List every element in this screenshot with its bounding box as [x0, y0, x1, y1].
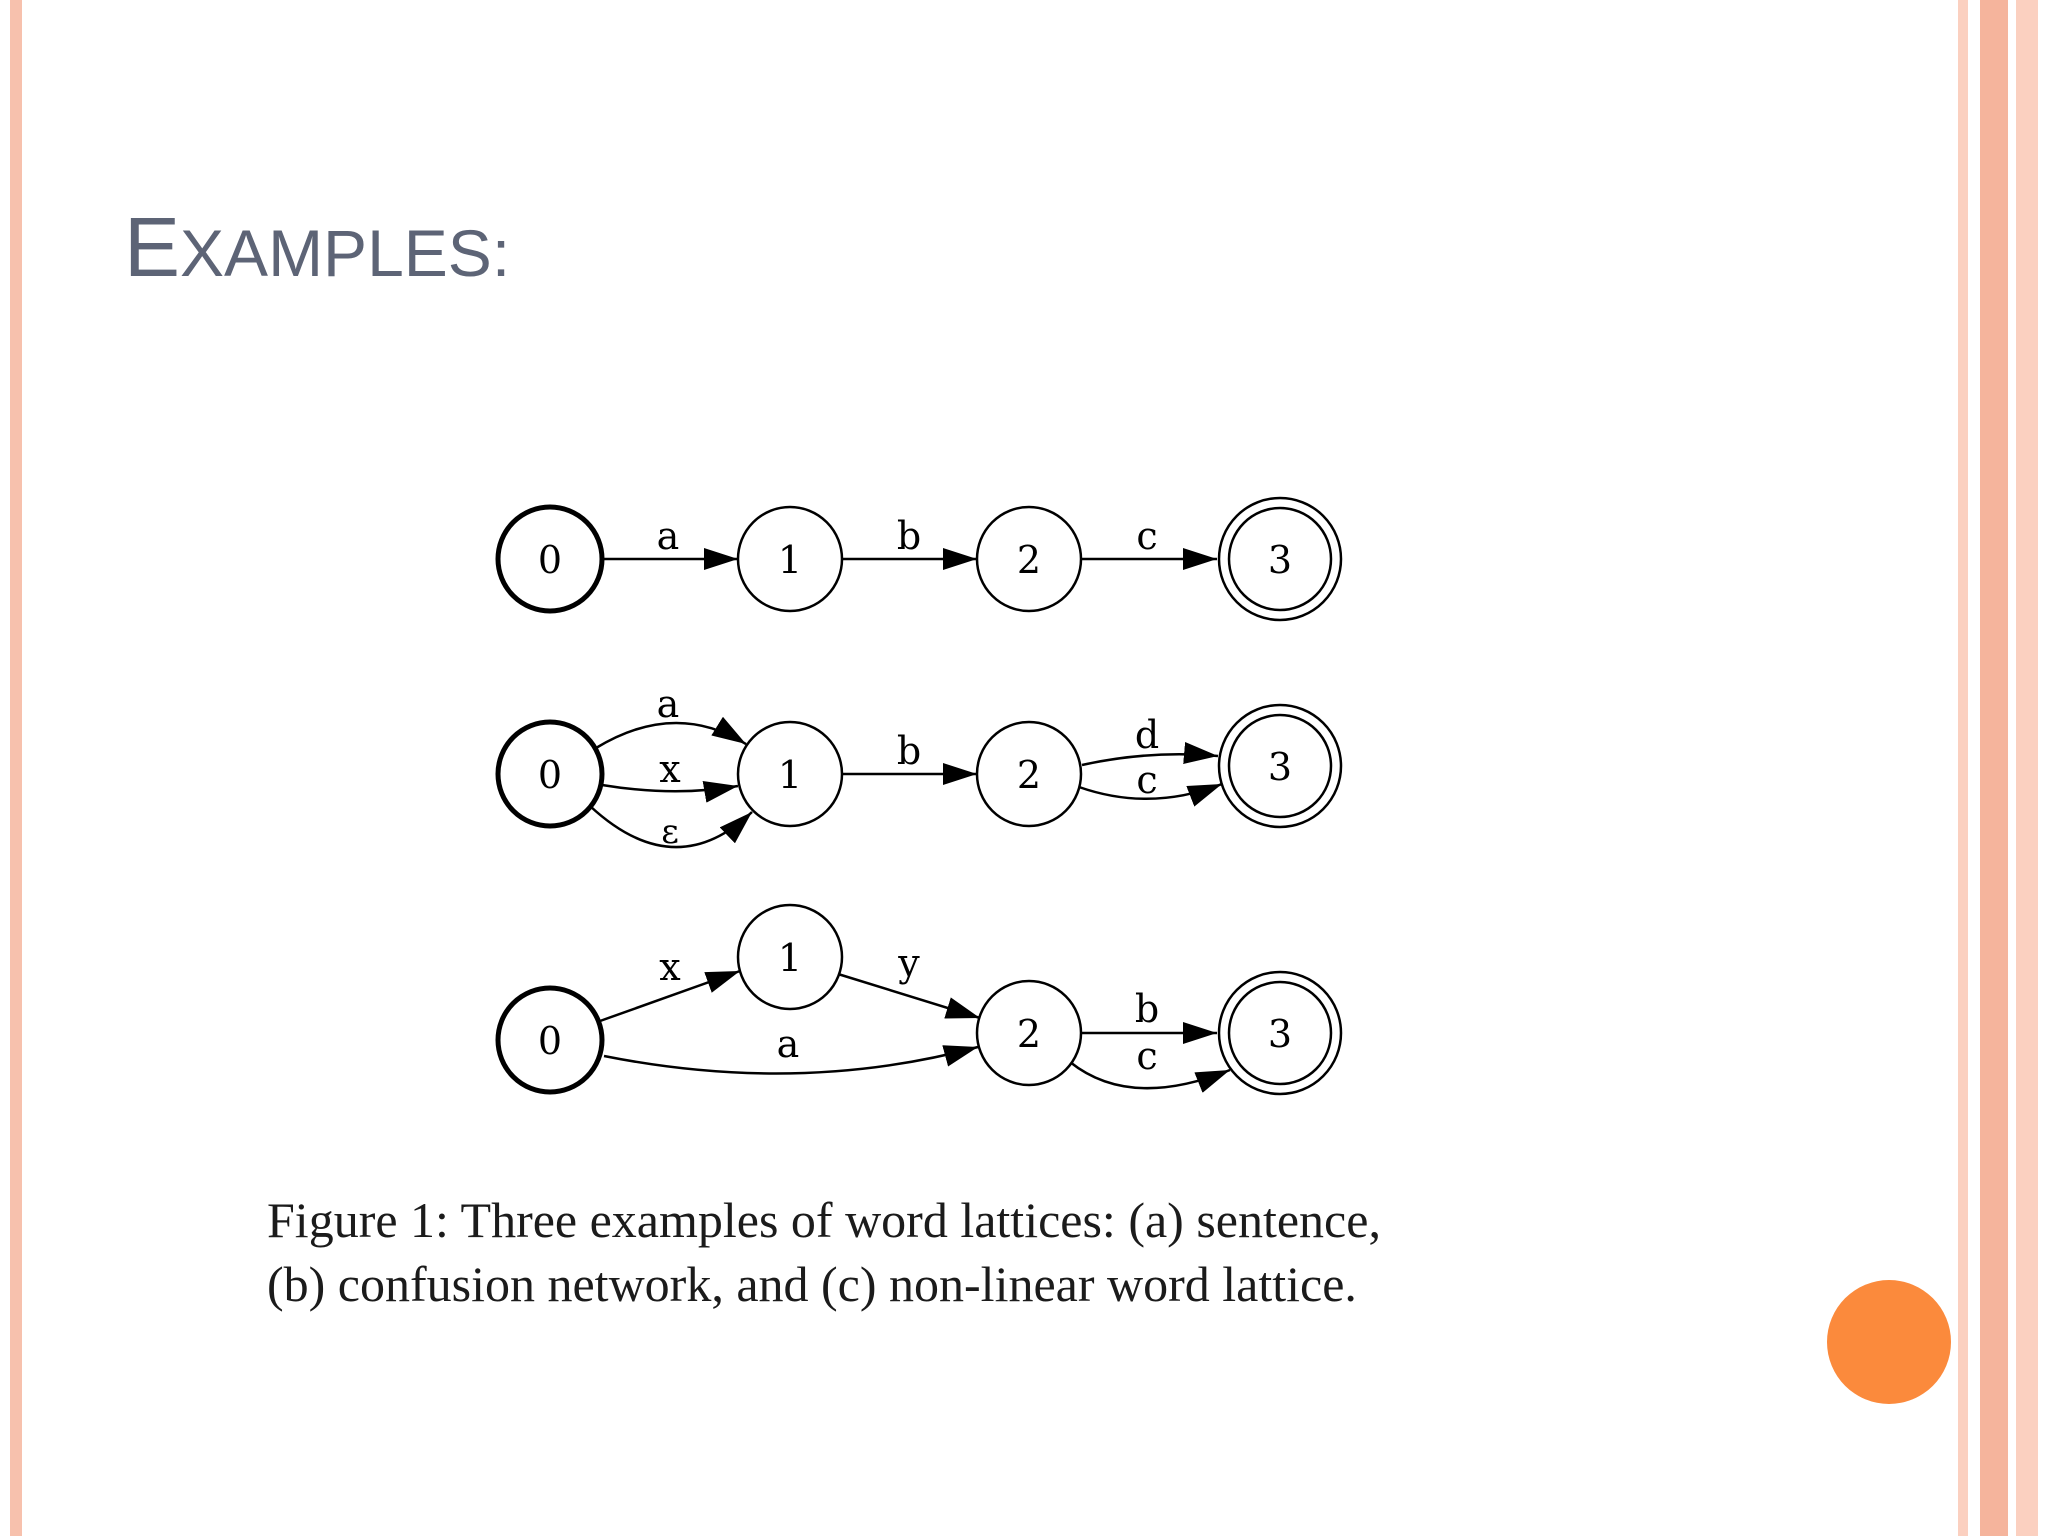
lattice-a: 0 1 2 3 a b c [495, 496, 1343, 622]
edge-label: a [777, 1022, 800, 1066]
node-label: 0 [538, 538, 562, 582]
right-border-stripe-dark [1980, 0, 2008, 1536]
node-a-3-inner [1227, 506, 1333, 612]
edge-label: ε [661, 812, 679, 852]
node-b-1 [736, 720, 844, 828]
edge-b-0-1-eps [589, 805, 753, 849]
node-label: 0 [538, 1019, 562, 1063]
edge-b-2-3-c [1078, 782, 1223, 807]
node-c-2 [975, 979, 1083, 1087]
figure-caption: Figure 1: Three examples of word lattice… [267, 1188, 1381, 1316]
lattice-c: 0 1 2 3 x y a b c [495, 903, 1343, 1096]
edge-label: b [897, 729, 921, 773]
node-label: 1 [778, 753, 802, 797]
node-c-1 [736, 903, 844, 1011]
node-label: 3 [1268, 1012, 1292, 1056]
node-label: 1 [778, 538, 802, 582]
edge-c-1-2-y [837, 972, 981, 1020]
edge-b-2-3-d [1081, 742, 1219, 767]
slide-title-rest: XAMPLES: [180, 216, 511, 290]
edge-label: a [657, 682, 680, 726]
edge-label: c [1136, 758, 1157, 802]
edge-b-0-1-x [601, 781, 739, 803]
edge-label: b [1135, 987, 1159, 1031]
edge-label: a [657, 514, 680, 558]
accent-circle [1827, 1280, 1951, 1404]
lattice-b: 0 1 2 3 a x ε b d c [495, 682, 1343, 852]
node-a-2 [975, 505, 1083, 613]
node-label: 2 [1017, 753, 1041, 797]
slide-title-initial: E [124, 200, 181, 294]
node-b-3-inner [1227, 713, 1333, 819]
left-border-stripe [10, 0, 22, 1536]
node-a-1 [736, 505, 844, 613]
node-label: 2 [1017, 538, 1041, 582]
right-border-stripe-edge [2016, 0, 2038, 1536]
edge-c-0-1-x [599, 969, 741, 1023]
edge-c-2-3-c [1069, 1061, 1231, 1093]
node-a-0 [495, 504, 605, 614]
edge-label: x [659, 747, 680, 791]
caption-line-1: Figure 1: Three examples of word lattice… [267, 1192, 1381, 1248]
edge-b-0-1-a [595, 716, 747, 750]
node-b-2 [975, 720, 1083, 828]
node-label: 3 [1268, 745, 1292, 789]
edge-label: c [1136, 1034, 1157, 1078]
edge-label: x [659, 945, 680, 989]
node-b-0 [495, 719, 605, 829]
edge-c-0-2-a [603, 1045, 979, 1075]
node-label: 1 [778, 936, 802, 980]
node-label: 2 [1017, 1012, 1041, 1056]
caption-line-2: (b) confusion network, and (c) non-linea… [267, 1256, 1357, 1312]
right-border-stripe-light [1958, 0, 1968, 1536]
node-label: 0 [538, 753, 562, 797]
edge-label: b [897, 514, 921, 558]
edge-label: c [1136, 514, 1157, 558]
slide-title: EXAMPLES: [124, 205, 510, 289]
node-c-3-inner [1227, 980, 1333, 1086]
node-label: 3 [1268, 538, 1292, 582]
node-c-0 [495, 985, 605, 1095]
edge-label: y [897, 941, 920, 985]
edge-label: d [1135, 713, 1159, 757]
